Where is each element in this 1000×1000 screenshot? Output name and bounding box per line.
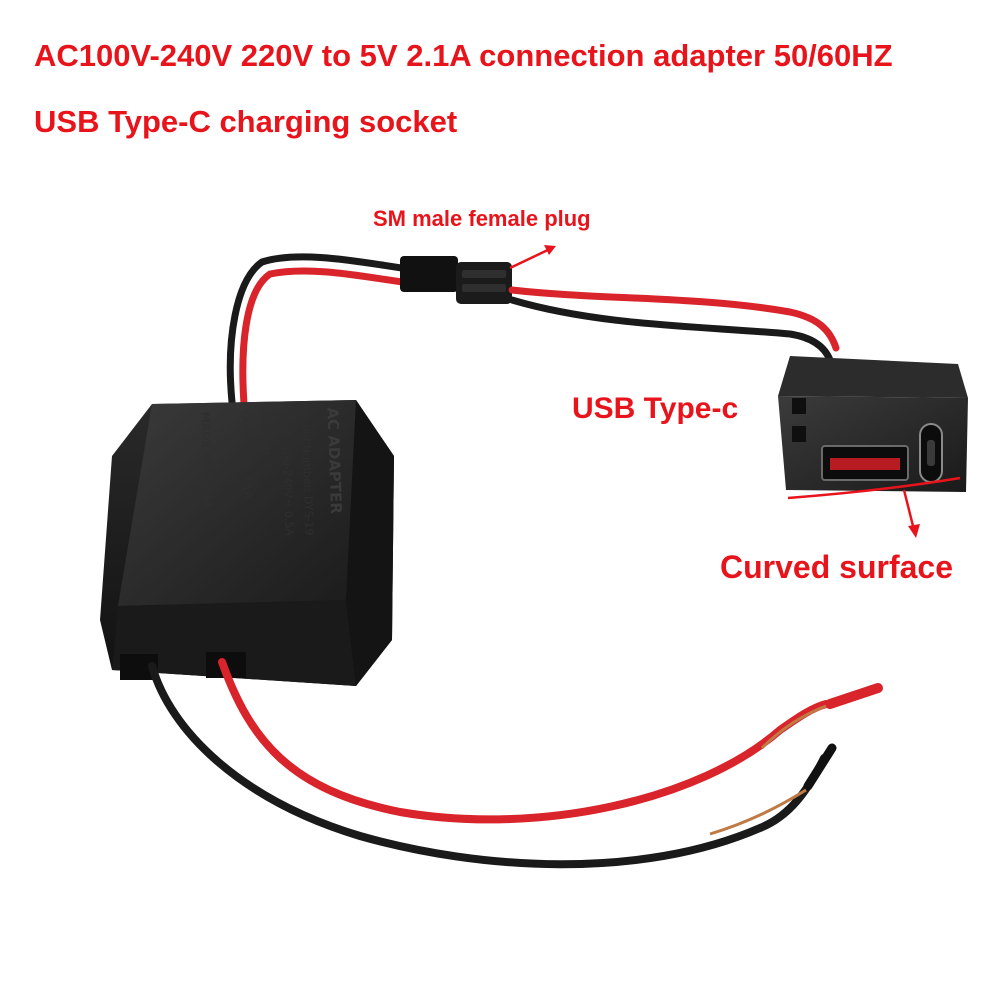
- label-title: AC ADAPTER: [323, 407, 346, 515]
- usb-c-port: [919, 423, 943, 483]
- copper-strand-black: [709, 788, 807, 836]
- adapter-label: AC ADAPTER Model Number: DYS-19 Input: 1…: [161, 397, 359, 623]
- sm-plug: [400, 256, 512, 304]
- curved-surface-line: [787, 476, 961, 500]
- label-origin: MADE IN CHINA: [198, 411, 215, 509]
- usb-type-c-label: USB Type-c: [572, 392, 739, 425]
- red-wire-end: [825, 683, 883, 709]
- black-wire-to-socket: [508, 296, 834, 364]
- red-wire-to-socket: [508, 286, 840, 352]
- heading-line-2: USB Type-C charging socket: [34, 104, 458, 139]
- label-frequency: 50/60Hz: [258, 409, 274, 456]
- usb-socket: [778, 356, 968, 492]
- label-output: Output: 5V 2.1A: [238, 410, 255, 500]
- black-wire-bottom: [148, 662, 828, 869]
- copper-strand-red: [760, 704, 827, 750]
- usb-a-port: [821, 445, 909, 481]
- red-wire-to-plug: [239, 267, 406, 408]
- red-wire-bottom: [218, 658, 830, 824]
- black-wire-end: [803, 743, 837, 791]
- label-input: Input: 100-240V~ 0.5A: [278, 408, 296, 537]
- label-model: Model Number: DYS-19: [298, 408, 316, 536]
- curved-surface-arrow: [902, 489, 916, 531]
- curved-surface-label: Curved surface: [720, 549, 953, 585]
- black-wire-to-plug: [226, 253, 406, 406]
- sm-plug-label: SM male female plug: [373, 206, 591, 231]
- heading-line-1: AC100V-240V 220V to 5V 2.1A connection a…: [34, 38, 893, 73]
- sm-plug-arrow: [509, 246, 553, 270]
